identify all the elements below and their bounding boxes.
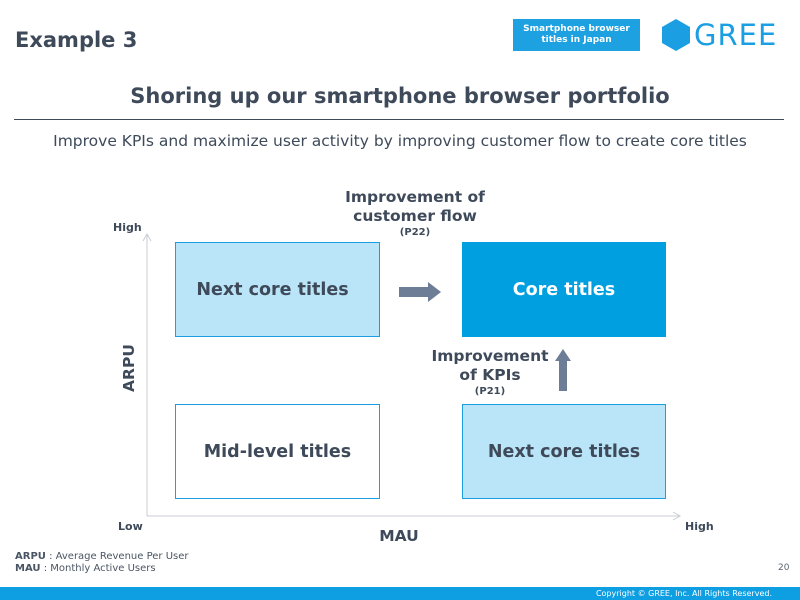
kpi-line2: of KPIs — [459, 366, 521, 384]
kpi-line1: Improvement — [431, 347, 549, 365]
y-axis-title: ARPU — [120, 344, 138, 392]
page-number: 20 — [778, 563, 790, 573]
footer-bar — [0, 587, 800, 600]
hexagon-logo-icon — [662, 19, 690, 51]
quadrant-label: Next core titles — [487, 441, 641, 462]
slide-heading: Shoring up our smartphone browser portfo… — [130, 84, 670, 108]
customer-flow-line2: customer flow — [353, 207, 477, 225]
gree-logo: GREE — [662, 18, 777, 52]
quadrant-label: Core titles — [512, 279, 616, 300]
kpi-ref: (P21) — [474, 386, 506, 397]
slide-subtitle: Improve KPIs and maximize user activity … — [53, 132, 747, 150]
quadrant-next-core-bottom: Next core titles — [462, 404, 666, 499]
quadrant-next-core-top: Next core titles — [175, 242, 380, 337]
customer-flow-line1: Improvement of — [345, 188, 485, 206]
footnote-mau-def: : Monthly Active Users — [40, 563, 156, 574]
footnote-arpu-term: ARPU — [15, 551, 46, 562]
category-tag-line1: Smartphone browser — [523, 24, 630, 34]
quadrant-label: Next core titles — [196, 279, 349, 300]
up-arrow-icon — [555, 349, 571, 391]
x-axis-high-label: High — [685, 520, 714, 533]
customer-flow-annotation: Improvement of customer flow (P22) — [330, 188, 500, 239]
quadrant-mid-level: Mid-level titles — [175, 404, 380, 499]
heading-divider — [14, 119, 784, 120]
x-axis-title: MAU — [379, 527, 419, 545]
customer-flow-ref: (P22) — [399, 227, 431, 238]
category-tag-line2: titles in Japan — [541, 35, 612, 45]
kpi-annotation: Improvement of KPIs (P21) — [425, 347, 555, 398]
footnote-arpu-def: : Average Revenue Per User — [45, 551, 189, 562]
footnotes: ARPU : Average Revenue Per User MAU : Mo… — [15, 551, 189, 575]
axis-low-label: Low — [118, 520, 143, 533]
category-tag: Smartphone browser titles in Japan — [513, 19, 640, 51]
footnote-arpu: ARPU : Average Revenue Per User — [15, 551, 189, 563]
logo-wordmark: GREE — [694, 18, 778, 52]
quadrant-core-titles: Core titles — [462, 242, 666, 337]
copyright-text: Copyright © GREE, Inc. All Rights Reserv… — [595, 589, 772, 598]
footnote-mau-term: MAU — [15, 563, 41, 574]
quadrant-label: Mid-level titles — [203, 441, 352, 462]
footnote-mau: MAU : Monthly Active Users — [15, 563, 189, 575]
y-axis-high-label: High — [113, 221, 142, 234]
example-title: Example 3 — [15, 28, 138, 52]
right-arrow-icon — [399, 282, 441, 302]
